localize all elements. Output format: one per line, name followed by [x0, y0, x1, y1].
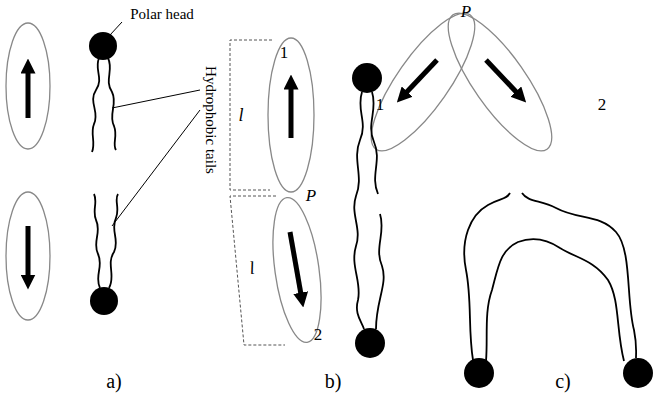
dimension-label: l [238, 106, 243, 124]
point-label: P [306, 187, 316, 204]
callout-number: 2 [314, 326, 323, 343]
callout-number: 2 [598, 96, 607, 113]
panel-label: c) [555, 371, 571, 391]
dimension-label: l [248, 259, 255, 278]
part-name: Hydrophobic tails [203, 66, 218, 174]
panel-label: b) [325, 371, 342, 391]
callout-number: 1 [376, 96, 385, 113]
callout-number: 1 [280, 44, 289, 61]
part-name: Polar head [130, 7, 194, 22]
point-label: P [461, 3, 471, 20]
panel-label: a) [106, 371, 122, 391]
